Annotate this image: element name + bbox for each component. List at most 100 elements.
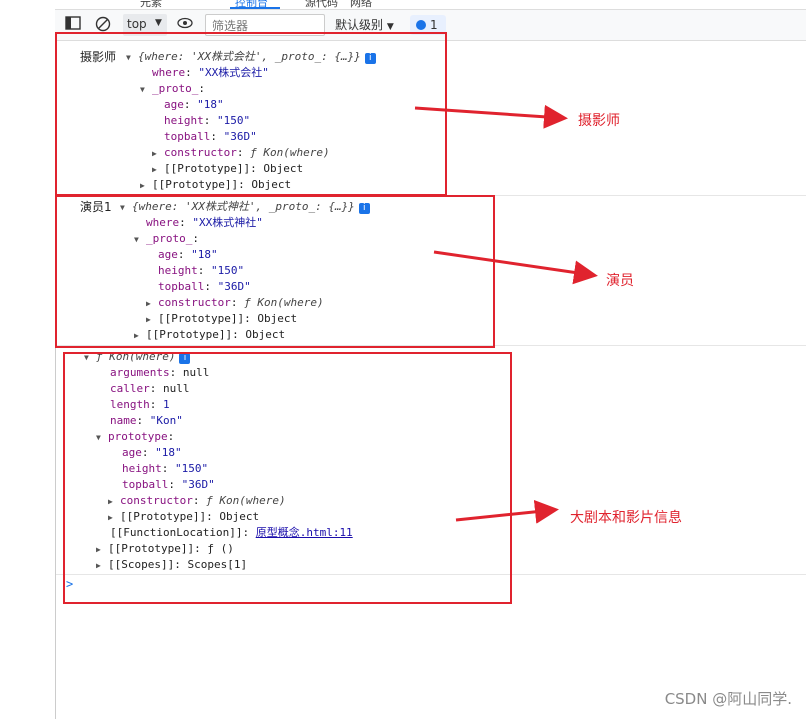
object-summary-row[interactable]: ▼ {where: 'XX株式神社', _proto_: {…}}i xyxy=(120,200,370,215)
property-value: "18" xyxy=(155,446,182,459)
arrow-photographer xyxy=(414,104,568,129)
property-row: caller: null xyxy=(110,382,190,395)
prototype-row[interactable]: ▶ [[Prototype]]: Object xyxy=(152,162,303,177)
annotation-box-actor xyxy=(55,195,495,348)
tab-elements[interactable]: 元素 xyxy=(140,0,162,9)
property-row: age: "18" xyxy=(164,98,224,111)
property-value: "150" xyxy=(175,462,209,475)
arrow-actor xyxy=(433,250,598,285)
scopes-text: [[Scopes]]: Scopes[1] xyxy=(108,558,248,571)
property-row: age: "18" xyxy=(122,446,182,459)
constructor-value: ƒ Kon(where) xyxy=(244,296,324,309)
prototype-row[interactable]: ▶ [[Prototype]]: Object xyxy=(108,510,259,525)
property-value: "36D" xyxy=(217,280,251,293)
log-levels-dropdown[interactable]: 默认级别 ▼ xyxy=(335,16,394,33)
property-row: age: "18" xyxy=(158,248,218,261)
chevron-down-icon: ▼ xyxy=(155,18,162,28)
left-panel-strip xyxy=(0,0,56,719)
property-row: height: "150" xyxy=(164,114,251,127)
collapsed-triangle-icon: ▶ xyxy=(146,299,151,308)
collapsed-triangle-icon: ▶ xyxy=(108,497,113,506)
property-row: height: "150" xyxy=(122,462,209,475)
prototype-expanded-row[interactable]: ▼prototype: xyxy=(96,430,175,443)
property-row: length: 1 xyxy=(110,398,170,411)
console-toolbar: top ▼ 默认级别 ▼ 1 xyxy=(55,10,806,41)
constructor-row[interactable]: ▶constructor: ƒ Kon(where) xyxy=(146,296,324,309)
expanded-triangle-icon: ▼ xyxy=(84,353,89,362)
tab-network[interactable]: 网络 xyxy=(350,0,372,9)
prototype-text: [[Prototype]]: ƒ () xyxy=(108,542,234,555)
constructor-row[interactable]: ▶constructor: ƒ Kon(where) xyxy=(108,494,286,507)
active-tab-indicator xyxy=(230,7,280,9)
collapsed-triangle-icon: ▶ xyxy=(152,165,157,174)
property-row: where: "XX株式神社" xyxy=(146,216,263,229)
prototype-row[interactable]: ▶ [[Prototype]]: ƒ () xyxy=(96,542,234,557)
clear-console-icon[interactable] xyxy=(95,16,111,35)
expanded-triangle-icon: ▼ xyxy=(120,203,125,212)
chevron-down-icon: ▼ xyxy=(386,22,394,32)
filter-field[interactable] xyxy=(205,14,325,36)
property-key: _proto_ xyxy=(152,82,199,95)
prototype-row[interactable]: ▶[[Prototype]]: Object xyxy=(134,328,285,343)
source-link[interactable]: 原型概念.html:11 xyxy=(255,526,353,539)
collapsed-triangle-icon: ▶ xyxy=(146,315,151,324)
property-row: where: "XX株式会社" xyxy=(152,66,269,79)
context-selector[interactable]: top ▼ xyxy=(123,14,167,36)
property-key: where xyxy=(152,66,186,79)
object-summary: {where: 'XX株式会社', _proto_: {…}} xyxy=(138,50,361,63)
collapsed-triangle-icon: ▶ xyxy=(108,513,113,522)
property-value: "36D" xyxy=(223,130,257,143)
collapsed-triangle-icon: ▶ xyxy=(152,149,157,158)
property-value: "XX株式会社" xyxy=(198,66,269,79)
console-prompt-icon[interactable]: > xyxy=(66,577,74,591)
property-value: "Kon" xyxy=(149,414,183,427)
log-divider xyxy=(56,345,806,346)
collapsed-triangle-icon: ▶ xyxy=(140,181,145,190)
filter-input[interactable] xyxy=(210,16,324,36)
property-value: "36D" xyxy=(181,478,215,491)
property-row: topball: "36D" xyxy=(158,280,251,293)
object-summary: {where: 'XX株式神社', _proto_: {…}} xyxy=(132,200,355,213)
scopes-row[interactable]: ▶ [[Scopes]]: Scopes[1] xyxy=(96,558,247,573)
constructor-value: ƒ Kon(where) xyxy=(206,494,286,507)
expanded-triangle-icon: ▼ xyxy=(96,433,101,442)
log-label-actor: 演员1 xyxy=(80,200,112,214)
property-value: null xyxy=(182,366,210,379)
property-value: null xyxy=(163,382,190,395)
log-label-photographer: 摄影师 xyxy=(80,50,117,64)
tab-sources[interactable]: 源代码 xyxy=(305,0,338,9)
object-summary-row[interactable]: ▼ {where: 'XX株式会社', _proto_: {…}}i xyxy=(126,50,376,65)
info-icon[interactable]: i xyxy=(364,53,376,64)
expanded-triangle-icon: ▼ xyxy=(134,235,139,244)
collapsed-triangle-icon: ▶ xyxy=(134,331,139,340)
log-divider xyxy=(56,574,806,575)
annotation-label-actor: 演员 xyxy=(606,273,634,289)
constructor-row[interactable]: ▶constructor: ƒ Kon(where) xyxy=(152,146,330,159)
context-value: top xyxy=(127,17,147,31)
constructor-value: ƒ Kon(where) xyxy=(250,146,330,159)
annotation-box-script-info xyxy=(63,352,512,604)
proto-row[interactable]: ▼_proto_: xyxy=(134,232,199,245)
info-icon[interactable]: i xyxy=(358,203,370,214)
function-location-row: [[FunctionLocation]]: 原型概念.html:11 xyxy=(110,526,353,540)
eye-icon[interactable] xyxy=(177,16,193,33)
expanded-triangle-icon: ▼ xyxy=(126,53,131,62)
prototype-text: [[Prototype]]: Object xyxy=(152,178,292,191)
prototype-row[interactable]: ▶ [[Prototype]]: Object xyxy=(140,178,291,193)
collapsed-triangle-icon: ▶ xyxy=(96,545,101,554)
property-value: "150" xyxy=(217,114,251,127)
property-value: "150" xyxy=(211,264,245,277)
prototype-text: [[Prototype]]: Object xyxy=(164,162,304,175)
prototype-text: [[Prototype]]: Object xyxy=(120,510,260,523)
property-value: 1 xyxy=(163,398,170,411)
property-row: topball: "36D" xyxy=(164,130,257,143)
sidebar-toggle-icon[interactable] xyxy=(65,16,81,33)
collapsed-triangle-icon: ▶ xyxy=(96,561,101,570)
proto-row[interactable]: ▼_proto_: xyxy=(140,82,205,95)
devtools-tab-strip: 元素 控制台 源代码 网络 xyxy=(55,0,806,10)
info-icon[interactable]: i xyxy=(179,353,191,364)
prototype-row[interactable]: ▶[[Prototype]]: Object xyxy=(146,312,297,327)
issues-badge[interactable]: 1 xyxy=(410,15,446,35)
tab-console[interactable]: 控制台 xyxy=(235,0,268,9)
